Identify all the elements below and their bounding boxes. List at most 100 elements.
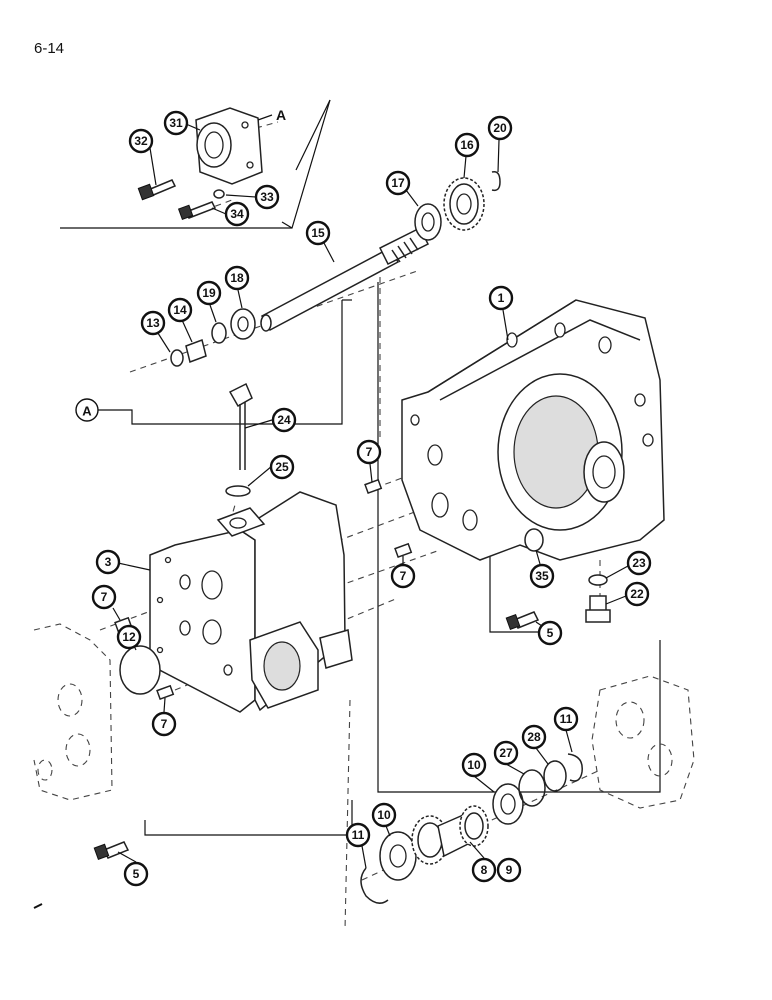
- adjacent-housing-ghost: [33, 623, 113, 801]
- callout: 32: [128, 128, 154, 154]
- svg-text:3: 3: [105, 555, 112, 569]
- bearing-10-left: [379, 831, 417, 881]
- transmission-housing-1: [401, 299, 665, 561]
- svg-text:5: 5: [547, 626, 554, 640]
- bearing-17: [414, 203, 442, 241]
- callout: 17: [385, 170, 411, 196]
- svg-text:13: 13: [146, 316, 160, 330]
- svg-text:34: 34: [230, 207, 244, 221]
- rear-housing-ghost: [591, 675, 695, 809]
- svg-text:16: 16: [460, 138, 474, 152]
- callout: 34: [224, 201, 250, 227]
- svg-text:35: 35: [535, 569, 549, 583]
- svg-text:8: 8: [481, 863, 488, 877]
- callout: 18: [224, 265, 250, 291]
- svg-text:10: 10: [377, 808, 391, 822]
- svg-text:19: 19: [202, 286, 216, 300]
- seal-13: [170, 349, 184, 367]
- callout: 1: [488, 285, 514, 311]
- callout: 15: [305, 220, 331, 246]
- callout: 7: [390, 563, 416, 589]
- bearing-18: [230, 308, 256, 340]
- svg-text:20: 20: [493, 121, 507, 135]
- svg-text:17: 17: [391, 176, 405, 190]
- bolt-5-left: [93, 841, 130, 860]
- callout: 19: [196, 280, 222, 306]
- dowel-pin-7-upper: [364, 478, 383, 495]
- snap-ring-20: [491, 170, 501, 192]
- callout: 11: [553, 706, 579, 732]
- callout: 14: [167, 297, 193, 323]
- svg-text:18: 18: [230, 271, 244, 285]
- svg-text:32: 32: [134, 134, 148, 148]
- cluster-gear-8: [411, 805, 489, 865]
- washer-33: [213, 189, 225, 199]
- svg-text:22: 22: [630, 587, 644, 601]
- callout: 12: [116, 624, 142, 650]
- bearing-10-right: [492, 783, 524, 825]
- svg-text:7: 7: [161, 717, 168, 731]
- o-ring-25: [225, 485, 251, 497]
- callout: 9: [496, 857, 522, 883]
- section-label: A: [82, 404, 92, 419]
- scan-mark: [33, 903, 43, 909]
- callout: 10: [461, 752, 487, 778]
- svg-text:5: 5: [133, 867, 140, 881]
- washer-19: [211, 322, 227, 344]
- dipstick-24: [228, 382, 253, 470]
- svg-text:27: 27: [499, 746, 513, 760]
- snap-ring-11-left: [360, 867, 389, 904]
- bolt-32: [137, 179, 177, 201]
- svg-text:23: 23: [632, 556, 646, 570]
- bolt-5-right: [505, 611, 540, 630]
- svg-text:1: 1: [498, 291, 505, 305]
- svg-text:11: 11: [560, 712, 573, 726]
- callout: 3: [95, 549, 121, 575]
- svg-text:10: 10: [467, 758, 481, 772]
- callout: 25: [269, 454, 295, 480]
- svg-text:7: 7: [366, 445, 373, 459]
- callout: 20: [487, 115, 513, 141]
- shim-27: [518, 769, 546, 807]
- gear-16: [443, 177, 485, 231]
- shaft-15: [260, 226, 430, 332]
- callout: 5: [537, 620, 563, 646]
- bearing-housing-31: [195, 107, 263, 185]
- svg-text:7: 7: [101, 590, 108, 604]
- svg-text:14: 14: [173, 303, 187, 317]
- callout: 7: [356, 439, 382, 465]
- svg-text:7: 7: [400, 569, 407, 583]
- section-marker-a-upper: A: [257, 107, 286, 123]
- callout: 35: [529, 563, 555, 589]
- callout: 28: [521, 724, 547, 750]
- callout: 7: [151, 711, 177, 737]
- callout: 7: [91, 584, 117, 610]
- shim-28: [543, 760, 567, 792]
- callout: 8: [471, 857, 497, 883]
- callout: 33: [254, 184, 280, 210]
- washer-23: [588, 574, 608, 586]
- svg-text:24: 24: [277, 413, 291, 427]
- section-marker-a-lower: A: [75, 398, 99, 422]
- callout: 5: [123, 861, 149, 887]
- front-housing-3: [149, 491, 353, 713]
- svg-text:12: 12: [122, 630, 136, 644]
- svg-text:33: 33: [260, 190, 274, 204]
- callout: 27: [493, 740, 519, 766]
- bolt-34: [177, 201, 217, 220]
- callout: 22: [624, 581, 650, 607]
- callout: 24: [271, 407, 297, 433]
- section-label: A: [276, 107, 286, 123]
- callout: 16: [454, 132, 480, 158]
- callout: 23: [626, 550, 652, 576]
- callout: 11: [345, 822, 371, 848]
- callout: 13: [140, 310, 166, 336]
- svg-text:28: 28: [527, 730, 541, 744]
- spacer-14: [185, 339, 207, 363]
- callout: 10: [371, 802, 397, 828]
- plug-35: [524, 528, 544, 552]
- dowel-pin-7-right: [394, 542, 413, 559]
- snap-ring-11-right: [567, 753, 583, 782]
- callout: 31: [163, 110, 189, 136]
